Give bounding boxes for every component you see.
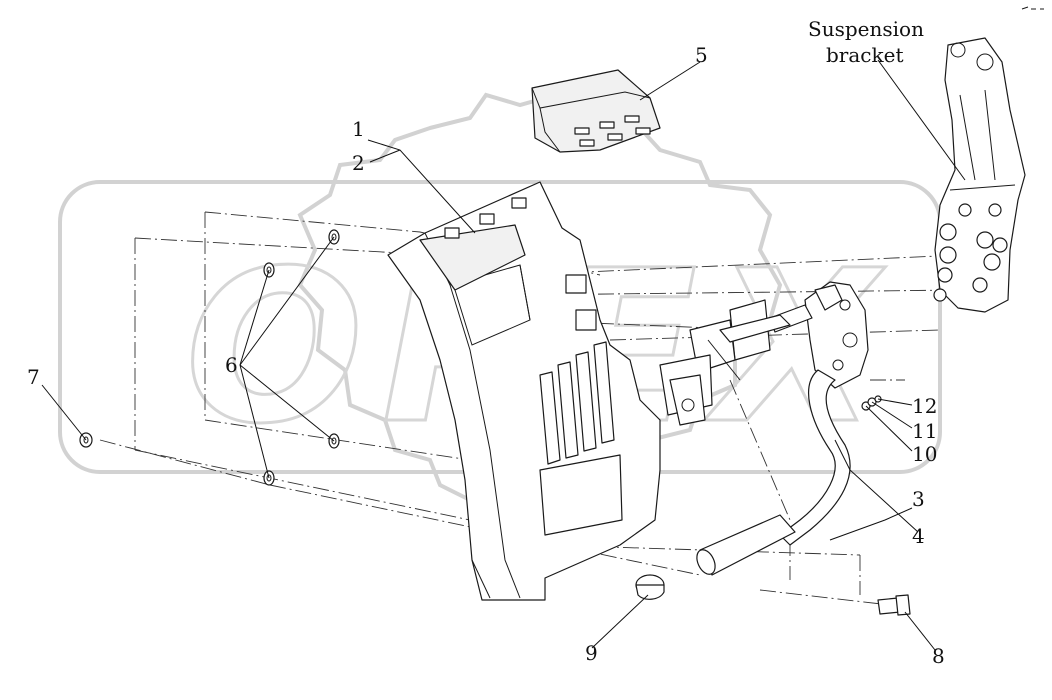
suspension-bracket (933, 37, 1026, 313)
part-3-support-tube (696, 369, 851, 576)
suspension-bracket-label-line1: Suspension (808, 17, 924, 41)
callout-7: 7 (27, 365, 40, 389)
leader-lines (41, 59, 966, 651)
callout-9: 9 (585, 641, 598, 665)
callout-3: 3 (912, 487, 925, 511)
part-1-mudguard (387, 181, 661, 601)
mudguard-bracket (659, 299, 791, 426)
callout-4: 4 (912, 524, 925, 548)
suspension-bracket-label-line2: bracket (826, 43, 903, 67)
callout-10: 10 (912, 442, 937, 466)
corner-mark (1021, 6, 1044, 10)
callout-8: 8 (932, 644, 945, 668)
callout-1: 1 (352, 117, 365, 141)
callout-2: 2 (352, 151, 365, 175)
callout-12: 12 (912, 394, 937, 418)
part-8-bolt (877, 594, 911, 616)
part-9-plug-cap (635, 574, 665, 600)
callout-labels: 1 2 3 4 5 6 7 8 9 10 11 12 Suspension br… (27, 17, 945, 668)
callout-5: 5 (695, 43, 708, 67)
part-5-cover-plate (531, 69, 661, 153)
callout-6: 6 (225, 353, 238, 377)
callout-11: 11 (912, 419, 937, 443)
